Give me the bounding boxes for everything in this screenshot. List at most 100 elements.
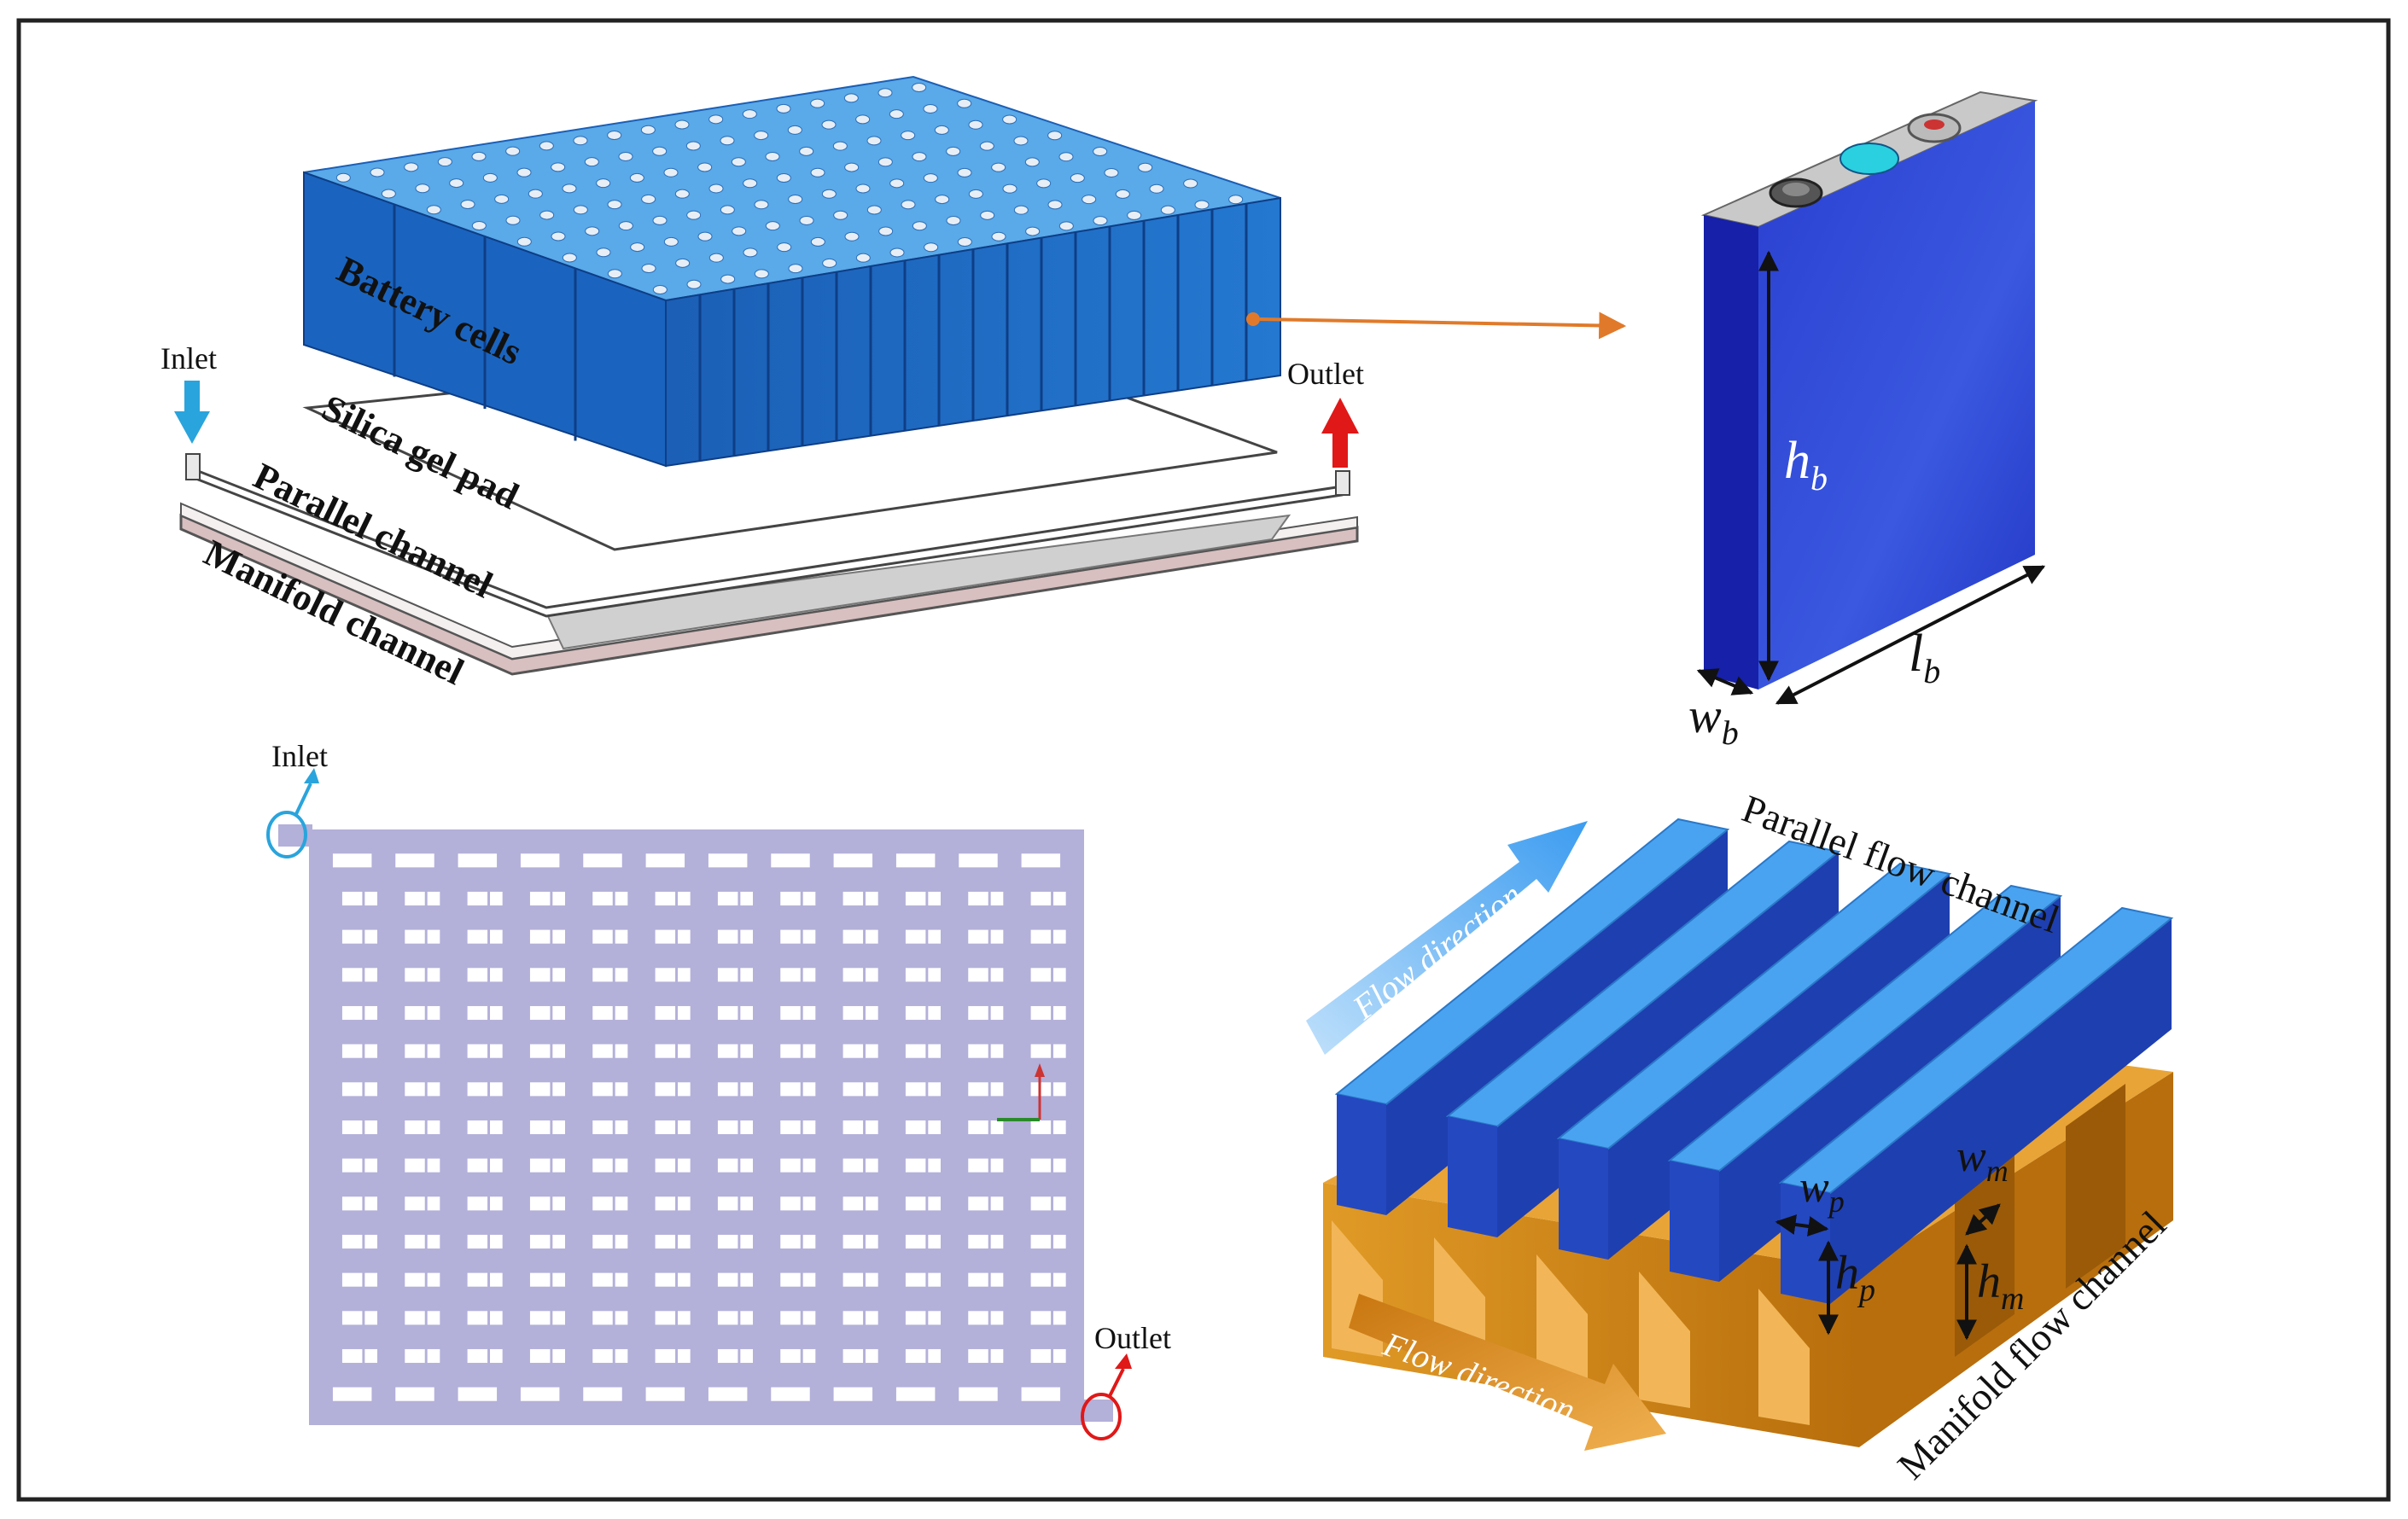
top-view-outlet-marker [1081, 1393, 1122, 1440]
battery-terminal [777, 242, 792, 253]
grid-hole [1053, 968, 1066, 982]
grid-hole [990, 968, 1004, 982]
grid-hole [708, 1387, 748, 1401]
grid-hole [905, 1120, 926, 1135]
outlet-arrow-icon [1321, 398, 1359, 468]
grid-hole [802, 1120, 816, 1135]
grid-hole [592, 1005, 613, 1021]
grid-hole [895, 853, 936, 868]
grid-hole [802, 1348, 816, 1364]
connector-dot [1246, 312, 1260, 326]
grid-hole [959, 1387, 998, 1401]
grid-hole [928, 1158, 941, 1173]
grid-hole [655, 1044, 676, 1058]
battery-terminal [471, 151, 487, 161]
battery-terminal [968, 189, 983, 199]
battery-terminal [844, 162, 860, 172]
grid-hole [708, 853, 748, 868]
grid-hole [490, 1311, 503, 1325]
grid-hole [740, 929, 753, 944]
grid-hole [552, 1196, 565, 1211]
battery-terminal [889, 247, 905, 258]
grid-hole [655, 1311, 676, 1325]
battery-terminal [596, 247, 611, 258]
grid-hole [802, 1158, 816, 1173]
grid-hole [1030, 1348, 1052, 1364]
battery-terminal [843, 93, 859, 103]
grid-hole [467, 1272, 488, 1287]
grid-hole [678, 1272, 691, 1287]
grid-hole [990, 1044, 1004, 1058]
battery-terminal [924, 242, 939, 253]
grid-hole [780, 968, 801, 982]
grid-hole [866, 1311, 878, 1325]
grid-hole [552, 968, 565, 982]
grid-hole [655, 1158, 676, 1173]
parallel-channel-bar-side [1830, 918, 2172, 1304]
grid-hole [866, 968, 878, 982]
grid-hole [467, 1005, 488, 1021]
battery-terminal [584, 157, 599, 167]
grid-hole [490, 1158, 503, 1173]
battery-terminal [674, 119, 690, 130]
grid-hole [405, 1311, 425, 1325]
grid-hole [780, 929, 801, 944]
battery-terminal [1002, 114, 1017, 125]
battery-terminal [877, 157, 893, 167]
grid-hole [802, 1005, 816, 1021]
battery-terminal [471, 221, 487, 231]
grid-hole [895, 1387, 936, 1401]
grid-hole [1053, 1082, 1066, 1097]
grid-hole [780, 1120, 801, 1135]
flow-direction-top-arrow-icon [1306, 821, 1588, 1055]
parallel-channel-bar-front [1337, 1094, 1386, 1215]
battery-terminal [596, 178, 611, 189]
battery-terminal [754, 200, 769, 210]
grid-hole [905, 891, 926, 906]
grid-hole [843, 1158, 864, 1173]
top-view-grid-holes [332, 853, 1066, 1401]
grid-hole [490, 1005, 503, 1021]
grid-hole [780, 891, 801, 906]
battery-terminal [1013, 205, 1029, 215]
battery-terminal [708, 183, 724, 194]
grid-hole [364, 1158, 377, 1173]
battery-terminal [449, 178, 464, 189]
battery-terminal [957, 167, 972, 178]
battery-terminal [946, 146, 961, 156]
grid-hole [655, 929, 676, 944]
grid-hole [645, 853, 685, 868]
grid-hole [1053, 1272, 1066, 1287]
battery-terminal [912, 152, 927, 162]
grid-hole [905, 968, 926, 982]
grid-hole [655, 1348, 676, 1364]
grid-hole [843, 1120, 864, 1135]
battery-terminal [1149, 183, 1164, 194]
grid-hole [615, 1120, 628, 1135]
grid-hole [678, 1348, 691, 1364]
grid-hole [1030, 1158, 1052, 1173]
grid-hole [990, 891, 1004, 906]
top-view-outlet-arrowhead-icon [1115, 1353, 1132, 1369]
grid-hole [866, 1044, 878, 1058]
battery-terminal [335, 172, 351, 183]
battery-terminal [1025, 226, 1041, 236]
grid-hole [1053, 891, 1066, 906]
grid-hole [405, 1120, 425, 1135]
grid-hole [592, 929, 613, 944]
battery-terminal [923, 173, 938, 183]
grid-hole [968, 1005, 988, 1021]
grid-hole [592, 891, 613, 906]
grid-hole [529, 1311, 551, 1325]
grid-hole [780, 1348, 801, 1364]
grid-hole [364, 1234, 377, 1249]
battery-terminal [787, 125, 802, 135]
cell-front [1758, 101, 2035, 690]
grid-hole [341, 1158, 363, 1173]
grid-hole [615, 1005, 628, 1021]
grid-hole [467, 1044, 488, 1058]
cell-vent-icon [1840, 143, 1899, 175]
grid-hole [905, 1311, 926, 1325]
grid-hole [427, 1272, 440, 1287]
